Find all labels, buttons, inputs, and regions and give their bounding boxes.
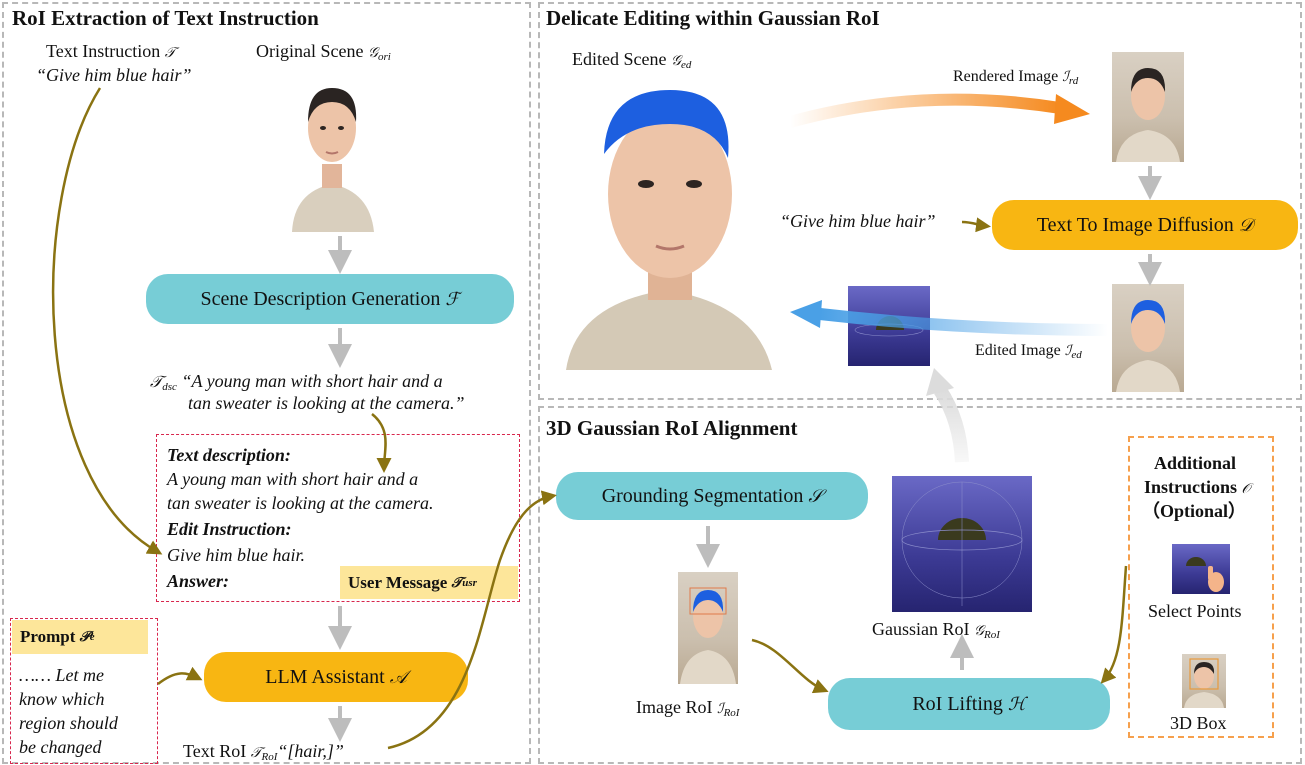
msg-description-line1: A young man with short hair and a xyxy=(167,469,419,489)
msg-edit-instruction-text: Give him blue hair. xyxy=(167,545,305,565)
llm-assistant-box: LLM Assistant 𝒜 xyxy=(204,652,468,702)
rendered-portrait xyxy=(1116,68,1180,162)
edited-portrait-illustration xyxy=(566,90,772,370)
3d-box-render xyxy=(1184,658,1224,708)
rendered-image-label: Rendered Image ℐrd xyxy=(953,68,1079,87)
select-points-image xyxy=(1172,544,1230,594)
arrow-prompt-to-llm xyxy=(157,666,203,685)
rendered-image xyxy=(1112,52,1184,162)
portrait-illustration xyxy=(292,88,374,232)
text-to-image-diffusion-box: Text To Image Diffusion 𝒟 xyxy=(992,200,1298,250)
edited-portrait xyxy=(1116,300,1180,392)
text-roi-output: Text RoI 𝒯RoI“[hair,]” xyxy=(183,741,344,763)
msg-edit-instruction-label: Edit Instruction: xyxy=(167,519,292,539)
grounding-segmentation-box: Grounding Segmentation 𝒮 xyxy=(556,472,868,520)
arrow-text-instruction-to-msg xyxy=(51,87,163,555)
arrow-gaussian-to-top xyxy=(934,386,969,463)
arrow-quote-to-diffusion xyxy=(961,217,991,233)
select-points-label: Select Points xyxy=(1148,601,1242,621)
gaussian-roi-image xyxy=(892,476,1032,612)
roi-lifting-box: RoI Lifting ℋ xyxy=(828,678,1110,730)
arrow-gaussian-to-top-head xyxy=(926,368,954,396)
diffusion-prompt-quote: “Give him blue hair” xyxy=(780,211,936,231)
image-roi-portrait xyxy=(680,587,736,684)
scene-description-output-line2: tan sweater is looking at the camera.” xyxy=(188,393,465,413)
left-panel-title: RoI Extraction of Text Instruction xyxy=(12,6,319,30)
original-scene-image xyxy=(284,72,380,232)
arrow-scene-to-rendered-head xyxy=(1054,94,1090,124)
prompt-line-3: region should xyxy=(19,713,118,733)
top-right-panel xyxy=(538,2,1302,400)
arrow-edited-to-scene xyxy=(819,308,1109,336)
arrow-edited-to-scene-head xyxy=(790,300,822,328)
3d-box-image xyxy=(1182,654,1226,708)
edited-image xyxy=(1112,284,1184,392)
arrow-output-to-msg xyxy=(371,413,392,473)
additional-instructions-optional: （Optional） xyxy=(1142,501,1247,521)
prompt-line-1: …… Let me xyxy=(19,665,104,685)
edited-scene-label: Edited Scene 𝒢ed xyxy=(572,49,692,71)
text-instruction-label: Text Instruction 𝒯 xyxy=(46,41,176,61)
additional-instructions-line2: Instructions 𝒪 xyxy=(1144,477,1251,497)
text-instruction-quote: “Give him blue hair” xyxy=(36,65,192,85)
arrow-scene-to-rendered xyxy=(788,93,1061,128)
scene-description-generation-box: Scene Description Generation ℱ xyxy=(146,274,514,324)
edited-scene-image xyxy=(566,84,772,370)
arrow-additional-to-lifting xyxy=(1100,565,1128,684)
gaussian-roi-render xyxy=(901,481,1023,606)
additional-instructions-box xyxy=(1128,436,1274,738)
3d-box-label: 3D Box xyxy=(1170,713,1227,733)
bottom-right-panel-title: 3D Gaussian RoI Alignment xyxy=(546,416,798,440)
edited-image-label: Edited Image ℐed xyxy=(975,342,1082,361)
scene-description-output: 𝒯dsc “A young man with short hair and a xyxy=(150,371,443,393)
image-roi xyxy=(678,572,738,684)
msg-description-line2: tan sweater is looking at the camera. xyxy=(167,493,434,513)
top-right-panel-title: Delicate Editing within Gaussian RoI xyxy=(546,6,880,30)
prompt-line-2: know which xyxy=(19,689,105,709)
left-panel xyxy=(2,2,531,764)
image-roi-label: Image RoI ℐRoI xyxy=(636,697,740,719)
additional-instructions-line1: Additional xyxy=(1154,453,1237,473)
select-points-render xyxy=(1186,557,1224,592)
bottom-right-panel xyxy=(538,406,1302,764)
original-scene-label: Original Scene 𝒢ori xyxy=(256,41,391,63)
prompt-box xyxy=(10,618,158,764)
msg-text-description-label: Text description: xyxy=(167,445,291,465)
gaussian-roi-label: Gaussian RoI 𝒢RoI xyxy=(872,619,1000,641)
arrow-text-roi-to-grounding xyxy=(387,490,557,750)
arrow-image-roi-to-lifting xyxy=(751,638,829,694)
msg-answer-label: Answer: xyxy=(167,571,230,591)
prompt-line-4: be changed xyxy=(19,737,102,757)
